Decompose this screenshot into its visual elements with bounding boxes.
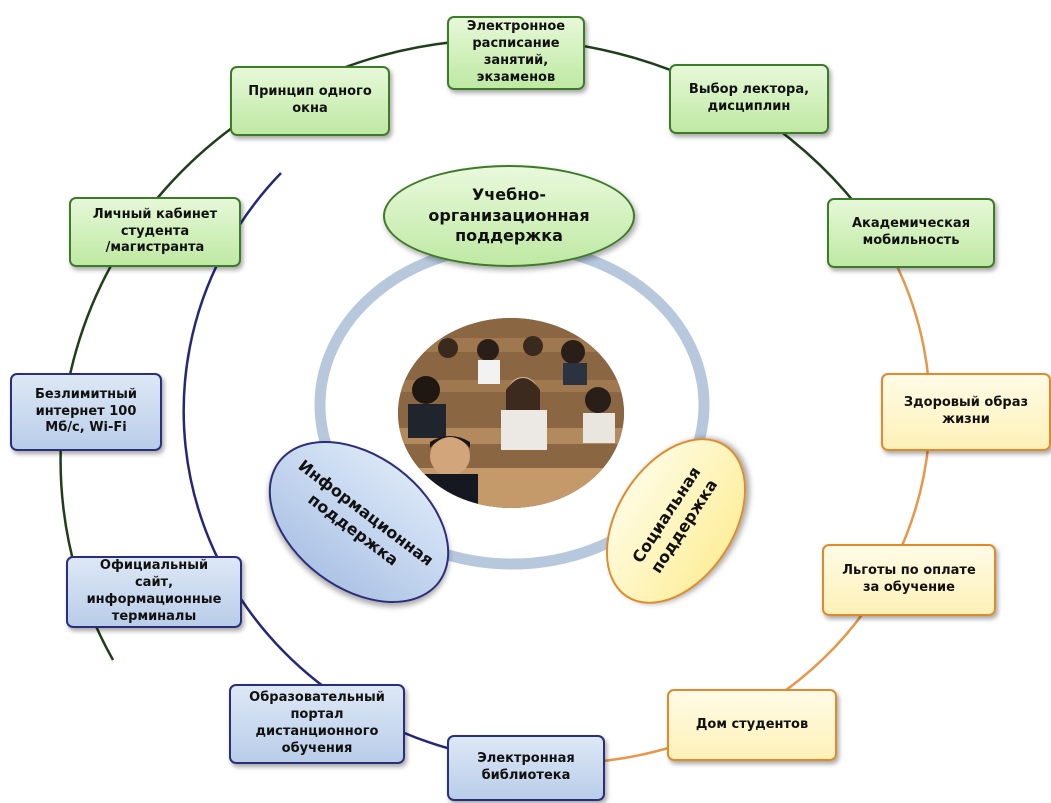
box-e-schedule: Электронное расписание занятий, экзамено… — [447, 16, 585, 90]
students-photo — [398, 318, 624, 508]
box-unlimited-internet: Безлимитный интернет 100 Мб/с, Wi-Fi — [10, 373, 162, 451]
box-healthy-lifestyle: Здоровый образ жизни — [881, 373, 1051, 451]
box-official-site: Официальный сайт, информационные термина… — [66, 556, 242, 628]
box-distance-portal: Образовательный портал дистанционного об… — [229, 684, 405, 764]
category-academic-support: Учебно- организационная поддержка — [383, 165, 635, 267]
box-one-window: Принцип одного окна — [230, 66, 390, 136]
students-classroom-photo-icon — [398, 318, 624, 508]
box-dormitory: Дом студентов — [667, 689, 837, 761]
box-e-library: Электронная библиотека — [447, 735, 605, 801]
box-tuition-benefits: Льготы по оплате за обучение — [822, 544, 996, 616]
box-academic-mobility: Академическая мобильность — [827, 198, 995, 268]
box-lecturer-choice: Выбор лектора, дисциплин — [669, 64, 829, 134]
box-personal-cabinet: Личный кабинет студента /магистранта — [69, 197, 241, 267]
